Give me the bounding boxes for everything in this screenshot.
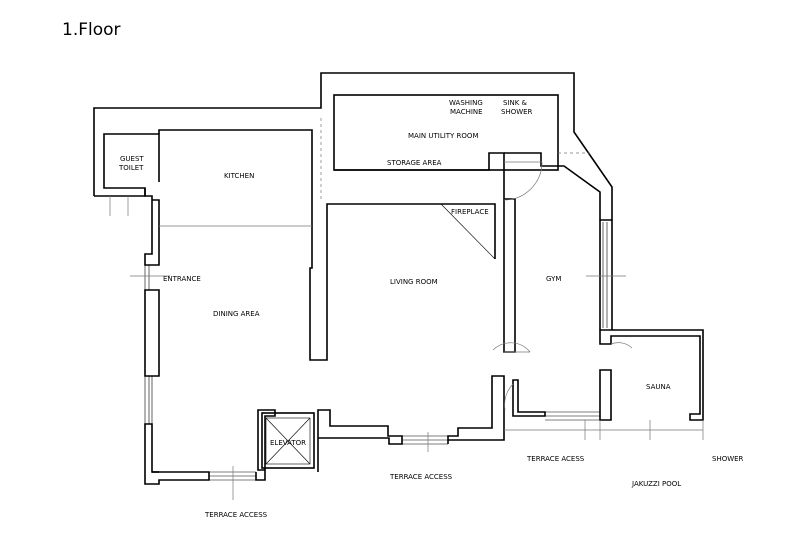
fireplace-line [440, 203, 496, 260]
door-arc-gym [492, 342, 531, 353]
label-guest: GUEST [120, 155, 144, 163]
wall-sauna [599, 329, 704, 421]
wall-storage [334, 152, 505, 260]
label-toilet: TOILET [118, 164, 144, 172]
wall-south-elevator [255, 409, 276, 481]
window-south [209, 471, 256, 481]
label-main-utility: MAIN UTILITY ROOM [408, 132, 478, 140]
label-machine: MACHINE [450, 108, 483, 116]
label-terrace-right: TERRACE ACESS [526, 455, 585, 463]
wall-north-west [93, 72, 613, 221]
wall-west-mid [144, 289, 160, 377]
window-gym-south [545, 411, 600, 421]
label-dining: DINING AREA [213, 310, 260, 318]
window-terrace [402, 435, 448, 445]
wall-west-upper [144, 188, 160, 266]
wall-gym-east [599, 220, 613, 330]
wall-kitchen-top [158, 129, 496, 361]
door-arc-gym-south [504, 383, 514, 411]
window-east [602, 222, 608, 328]
label-sink: SINK & [503, 99, 528, 107]
floor-title: 1.Floor [62, 20, 121, 40]
label-jakuzzi: JAKUZZI POOL [631, 480, 681, 488]
label-kitchen: KITCHEN [224, 172, 254, 180]
door-arc-utility [503, 161, 543, 201]
wall-gym-south [512, 379, 546, 417]
door-arc-sauna [610, 342, 633, 349]
label-terrace-mid: TERRACE ACCESS [389, 473, 453, 481]
elevator-shaft [261, 412, 315, 469]
label-elevator: ELEVATOR [270, 439, 306, 447]
elevator-cross [265, 417, 311, 465]
window-west [144, 376, 153, 424]
wall-west-lower [144, 423, 210, 485]
label-shower: SHOWER [712, 455, 744, 463]
label-terrace-bottom: TERRACE ACCESS [204, 511, 268, 519]
window-west-upper [144, 265, 150, 290]
label-entrance: ENTRANCE [163, 275, 201, 283]
label-shower-utility: SHOWER [501, 108, 533, 116]
wall-terrace-mid [447, 375, 505, 444]
label-sauna: SAUNA [646, 383, 671, 391]
wall-sauna-west [599, 369, 612, 421]
wall-gym-west [503, 198, 516, 353]
label-fireplace: FIREPLACE [451, 208, 489, 216]
label-living-room: LIVING ROOM [390, 278, 438, 286]
label-washing: WASHING [449, 99, 483, 107]
label-gym: GYM [546, 275, 561, 283]
wall-elevator-east [317, 409, 403, 472]
terrace-edge [504, 420, 704, 440]
elevator-car [265, 417, 311, 465]
axis-markers [109, 196, 626, 500]
label-storage: STORAGE AREA [387, 159, 442, 167]
